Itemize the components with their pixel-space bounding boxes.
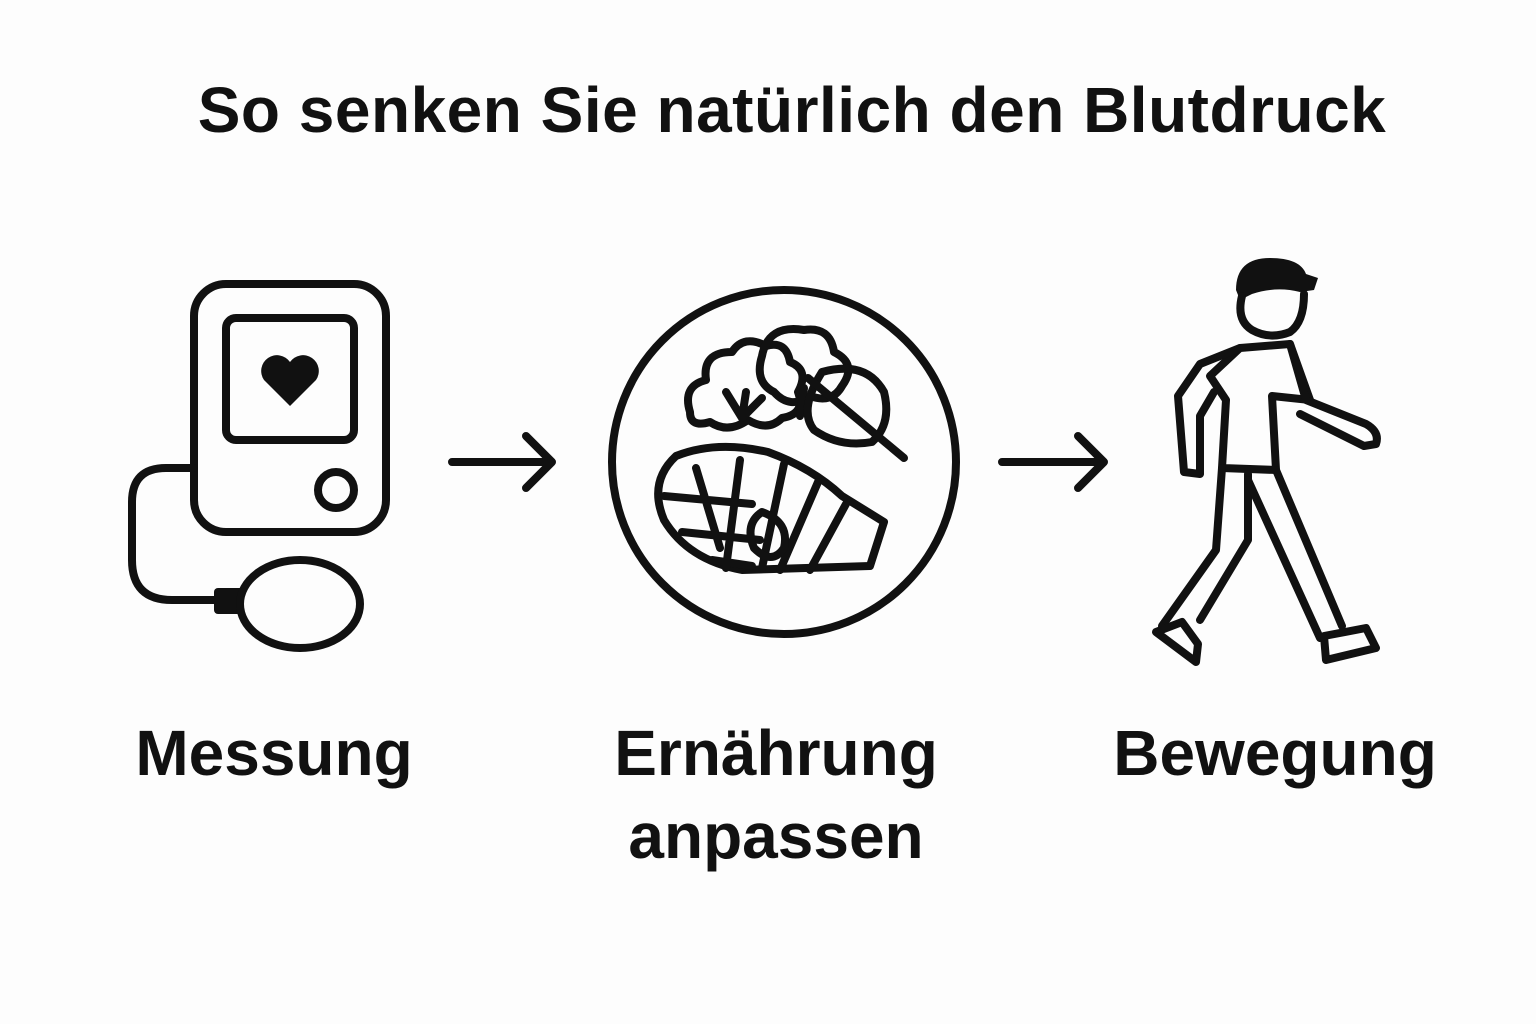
step-label-measurement: Messung (135, 717, 413, 789)
step-label-nutrition: Ernährung anpassen (614, 717, 938, 873)
page-title: So senken Sie natürlich den Blutdruck (197, 74, 1387, 146)
heart-icon (261, 355, 319, 406)
step-label-exercise: Bewegung (1113, 717, 1437, 789)
walking-person-icon (1152, 258, 1381, 666)
blood-pressure-monitor-icon (128, 280, 390, 652)
arrow-icon (998, 432, 1108, 492)
cap-icon (1236, 258, 1318, 300)
healthy-food-plate-icon (608, 286, 960, 638)
arrow-icon (448, 432, 556, 492)
